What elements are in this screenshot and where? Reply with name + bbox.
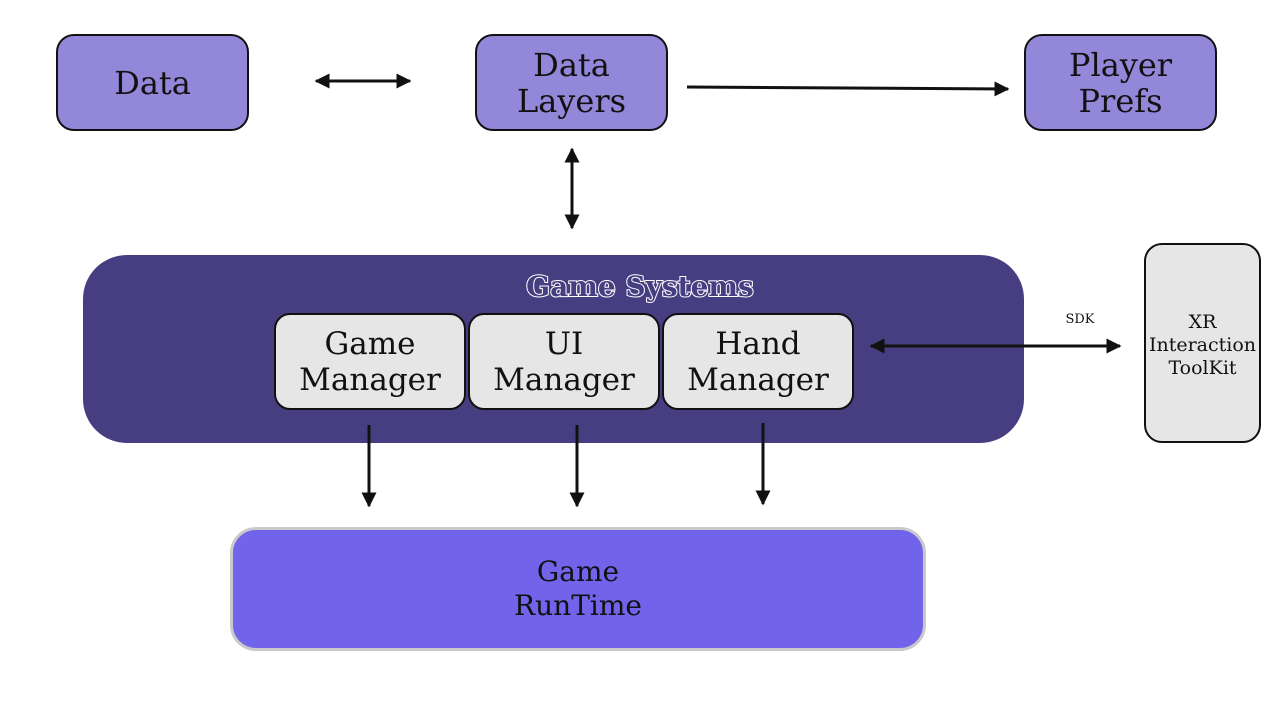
ui-manager-node: UI Manager (468, 313, 660, 410)
xr-toolkit-label-line1: XR (1188, 311, 1217, 333)
hand-manager-node: Hand Manager (662, 313, 854, 410)
game-runtime-node: Game RunTime (230, 527, 926, 651)
data-layers-label-line1: Data (533, 45, 610, 84)
xr-toolkit-label-line3: ToolKit (1168, 357, 1237, 379)
game-manager-node: Game Manager (274, 313, 466, 410)
game-runtime-label-line1: Game (536, 555, 620, 588)
player-prefs-label-line2: Prefs (1078, 81, 1163, 120)
xr-toolkit-label-line2: Interaction (1148, 334, 1257, 356)
hand-manager-label-line2: Manager (687, 361, 829, 398)
data-node: Data (56, 34, 249, 131)
game-manager-label-line2: Manager (299, 361, 441, 398)
game-runtime-label-line2: RunTime (514, 589, 642, 622)
player-prefs-label-line1: Player (1068, 45, 1173, 84)
data-node-label: Data (114, 63, 191, 102)
player-prefs-node: Player Prefs (1024, 34, 1217, 131)
data-layers-node: Data Layers (475, 34, 668, 131)
data-layers-label-line2: Layers (516, 81, 627, 120)
game-systems-title: Game Systems (525, 269, 755, 304)
sdk-edge-label: SDK (1065, 312, 1095, 327)
ui-manager-label-line1: UI (544, 325, 584, 362)
arrow-layers-to-prefs (686, 81, 1010, 97)
xr-toolkit-node: XR Interaction ToolKit (1144, 243, 1261, 443)
hand-manager-label-line1: Hand (715, 325, 801, 362)
game-manager-label-line1: Game (324, 325, 416, 362)
ui-manager-label-line2: Manager (493, 361, 635, 398)
